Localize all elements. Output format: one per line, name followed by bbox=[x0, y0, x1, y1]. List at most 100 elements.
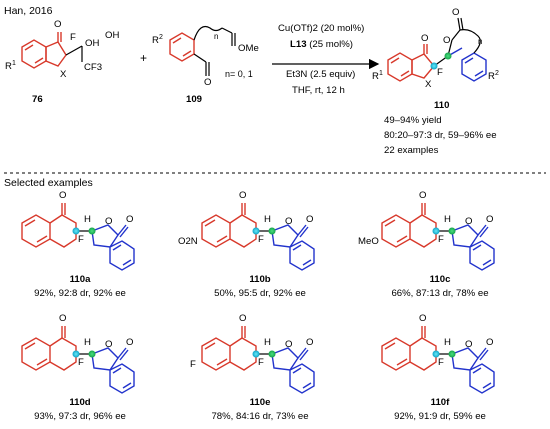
selected-heading: Selected examples bbox=[4, 177, 93, 189]
example-110d-stereo-green bbox=[88, 350, 96, 358]
condition-base: Et3N (2.5 equiv) bbox=[286, 69, 356, 80]
example-110f-phthalide-arene bbox=[469, 363, 495, 394]
example-110c-substituent: MeO bbox=[358, 236, 379, 247]
example-110c-stereo-cyan bbox=[432, 227, 440, 235]
sm1-r1-label: R bbox=[5, 61, 12, 73]
example-110d-result: 93%, 97:3 dr, 96% ee bbox=[34, 411, 126, 422]
product-r2: R2 bbox=[488, 70, 499, 82]
product-r1-sup: 1 bbox=[378, 70, 383, 77]
product-110-black bbox=[433, 17, 481, 67]
example-110f-ring-o: O bbox=[465, 339, 473, 350]
example-110c-arene-double-a bbox=[472, 244, 482, 251]
sm1-r1: R1 bbox=[5, 60, 16, 72]
example-110c-phthalide-arene bbox=[469, 240, 495, 271]
example-110a-label: 110a bbox=[69, 274, 91, 285]
compound-76-structure bbox=[21, 32, 67, 69]
example-110d-carbonyl-bond bbox=[117, 347, 127, 359]
example-110b-f: F bbox=[258, 234, 264, 245]
example-110c-result: 66%, 87:13 dr, 78% ee bbox=[391, 288, 489, 299]
product-110-stereo-cyan bbox=[430, 62, 438, 70]
example-110a-fused-ring bbox=[49, 214, 77, 248]
example-110f-benzo-double-b bbox=[396, 358, 408, 366]
example-110b-carbonyl-o: O bbox=[306, 214, 314, 225]
condition-ligand-loading: (25 mol%) bbox=[306, 39, 353, 50]
example-110b-benzo-double-b bbox=[216, 235, 228, 243]
example-110a-carbonyl-o: O bbox=[126, 214, 134, 225]
sm1-fluorine: F bbox=[70, 32, 76, 43]
example-110b-label: 110b bbox=[249, 274, 271, 285]
example-110e-substituent: F bbox=[190, 359, 196, 370]
sm2-r2-sup: 2 bbox=[158, 34, 163, 41]
example-110b-arene-double-b bbox=[302, 259, 312, 266]
example-110c-benzo-ring bbox=[381, 214, 411, 248]
example-110a-lactone-ring bbox=[91, 224, 119, 248]
example-110b-ketone-o: O bbox=[239, 190, 247, 201]
sm1-cf3: CF3 bbox=[84, 62, 103, 73]
product-110-blue bbox=[447, 47, 487, 82]
example-110c-benzo-double-b bbox=[396, 235, 408, 243]
example-110d-carbonyl-double bbox=[119, 349, 129, 361]
example-110c-arene-double-b bbox=[482, 259, 492, 266]
example-110d-stereo-cyan bbox=[72, 350, 80, 358]
example-110b-h: H bbox=[264, 214, 271, 225]
example-110d-fused-ring bbox=[49, 337, 77, 371]
example-110d-lactone-ring bbox=[91, 347, 119, 371]
example-110f-stereo-green bbox=[448, 350, 456, 358]
example-110c-structure bbox=[381, 203, 495, 271]
example-110c-carbonyl-o: O bbox=[486, 214, 494, 225]
example-110d-ketone-o: O bbox=[59, 313, 67, 324]
example-110a-benzo-ring bbox=[21, 214, 51, 248]
example-110e-structure bbox=[201, 326, 315, 394]
example-110b-carbonyl-bond bbox=[297, 224, 307, 236]
product-r2-label: R bbox=[488, 71, 495, 83]
example-110a-stereo-cyan bbox=[72, 227, 80, 235]
example-110e-f: F bbox=[258, 357, 264, 368]
example-110c-carbonyl-bond bbox=[477, 224, 487, 236]
sm1-hydroxyl-b: OH bbox=[105, 30, 120, 41]
product-fluorine: F bbox=[437, 67, 443, 78]
example-110f-h: H bbox=[444, 337, 451, 348]
example-110b-fused-ring bbox=[229, 214, 257, 248]
example-110b-ring-o: O bbox=[285, 216, 293, 227]
plus-sign: + bbox=[140, 51, 148, 65]
example-110d-h: H bbox=[84, 337, 91, 348]
example-110a-blue-core bbox=[91, 224, 135, 271]
condition-ligand-name: L13 bbox=[290, 39, 307, 50]
example-110d-structure bbox=[21, 326, 135, 394]
example-110b-arene-double-a bbox=[292, 244, 302, 251]
example-110c-ring-o: O bbox=[465, 216, 473, 227]
example-110a-phthalide-arene bbox=[109, 240, 135, 271]
sm1-label: 76 bbox=[32, 94, 43, 105]
example-110b-stereo-cyan bbox=[252, 227, 260, 235]
sm2-ome: OMe bbox=[238, 43, 259, 54]
example-110e-label: 110e bbox=[249, 397, 271, 408]
example-110b-stereo-green bbox=[268, 227, 276, 235]
example-110f-benzo-ring bbox=[381, 337, 411, 371]
example-110a-carbonyl-double bbox=[119, 226, 129, 238]
sm1-x: X bbox=[60, 69, 67, 80]
example-110b-result: 50%, 95:5 dr, 92% ee bbox=[214, 288, 306, 299]
example-110f-carbonyl-bond bbox=[477, 347, 487, 359]
condition-solvent: THF, rt, 12 h bbox=[292, 85, 345, 96]
example-110f-result: 92%, 91:9 dr, 59% ee bbox=[394, 411, 486, 422]
example-110c-red-core bbox=[381, 203, 437, 248]
example-110b-lactone-ring bbox=[271, 224, 299, 248]
example-110f-benzo-double-a bbox=[384, 342, 396, 350]
example-110b-red-core bbox=[201, 203, 257, 248]
example-110a-red-core bbox=[21, 203, 77, 248]
example-110f-fused-ring bbox=[409, 337, 437, 371]
example-110b-blue-core bbox=[271, 224, 315, 271]
sm2-label: 109 bbox=[186, 94, 203, 105]
example-110f-arene-double-a bbox=[472, 367, 482, 374]
product-oxygen-ketone: O bbox=[421, 33, 429, 44]
example-110e-arene-double-b bbox=[302, 382, 312, 389]
example-110f-f: F bbox=[438, 357, 444, 368]
product-110-stereo-green bbox=[444, 52, 452, 60]
example-110e-ring-o: O bbox=[285, 339, 293, 350]
example-110c-stereo-green bbox=[448, 227, 456, 235]
example-110e-stereo-green bbox=[268, 350, 276, 358]
sm2-n: n bbox=[214, 32, 219, 41]
example-110d-benzo-double-b bbox=[36, 358, 48, 366]
example-110f-stereo-cyan bbox=[432, 350, 440, 358]
example-110e-lactone-ring bbox=[271, 347, 299, 371]
